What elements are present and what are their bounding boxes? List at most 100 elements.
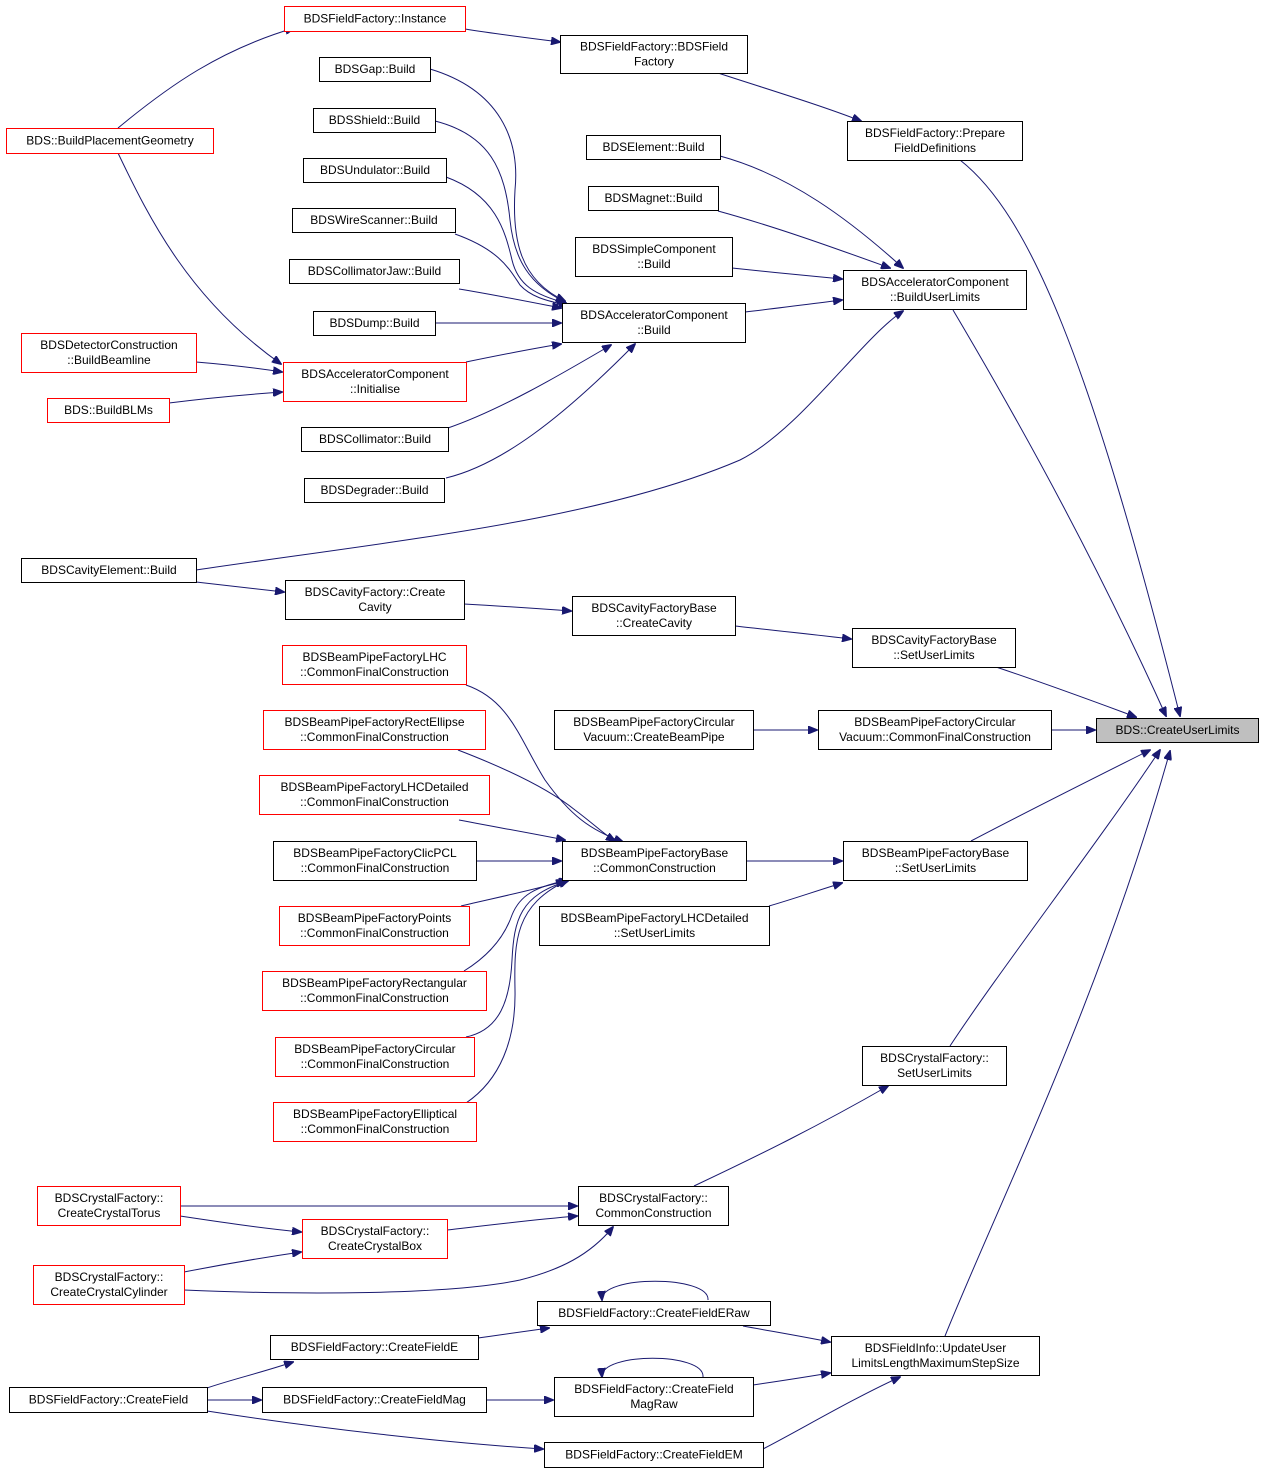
edge-12 (168, 392, 282, 404)
node-box (289, 259, 460, 284)
node-ff-cfe[interactable]: BDSFieldFactory::CreateFieldE (270, 1335, 479, 1360)
node-wirescanner-build[interactable]: BDSWireScanner::Build (292, 208, 456, 233)
node-dump-build[interactable]: BDSDump::Build (313, 311, 436, 336)
edge-line (731, 267, 842, 279)
edge-line (206, 1362, 293, 1389)
node-bds-buildblms[interactable]: BDS::BuildBLMs (47, 398, 170, 423)
node-bp-lhcdet-cfc[interactable]: BDSBeamPipeFactoryLHCDetailed::CommonFin… (259, 775, 490, 815)
node-label: BDSBeamPipeFactoryRectEllipse (284, 715, 464, 729)
node-ac-build[interactable]: BDSAcceleratorComponent::Build (562, 303, 746, 343)
node-label: BDSSimpleComponent (592, 242, 716, 256)
node-box (262, 1387, 487, 1413)
node-ff-cfmag[interactable]: BDSFieldFactory::CreateFieldMag (262, 1387, 487, 1413)
node-cf-cc[interactable]: BDSCrystalFactory::CommonConstruction (578, 1186, 729, 1226)
node-label: BDSMagnet::Build (604, 191, 702, 205)
edge-line (445, 344, 635, 479)
node-cavityelement-build[interactable]: BDSCavityElement::Build (21, 558, 197, 583)
node-collimator-build[interactable]: BDSCollimator::Build (301, 427, 449, 452)
node-box (303, 158, 447, 183)
node-bp-rectellipse-cfc[interactable]: BDSBeamPipeFactoryRectEllipse::CommonFin… (263, 710, 486, 750)
node-bp-circ-cfc[interactable]: BDSBeamPipeFactoryCircular::CommonFinalC… (275, 1037, 475, 1077)
edge-line (195, 311, 903, 571)
node-bp-lhc-cfc[interactable]: BDSBeamPipeFactoryLHC::CommonFinalConstr… (282, 645, 467, 685)
node-cf-torus[interactable]: BDSCrystalFactory::CreateCrystalTorus (37, 1186, 181, 1226)
edge-line (445, 176, 566, 303)
node-box (575, 237, 733, 277)
node-label: ::BuildUserLimits (890, 290, 980, 304)
edge-line (458, 819, 565, 840)
node-shield-build[interactable]: BDSShield::Build (313, 108, 436, 133)
node-undulator-build[interactable]: BDSUndulator::Build (303, 158, 447, 183)
edge-line (602, 1280, 709, 1300)
node-ac-initialise[interactable]: BDSAcceleratorComponent::Initialise (283, 362, 467, 402)
node-box (554, 1377, 754, 1417)
node-label: BDSFieldFactory::Instance (304, 12, 447, 26)
node-ff-cf[interactable]: BDSFieldFactory::CreateField (9, 1387, 208, 1413)
edge-line (168, 392, 282, 404)
node-cavfb-create[interactable]: BDSCavityFactoryBase::CreateCavity (572, 596, 736, 636)
node-cf-box[interactable]: BDSCrystalFactory::CreateCrystalBox (302, 1219, 448, 1259)
node-bp-rect-cfc[interactable]: BDSBeamPipeFactoryRectangular::CommonFin… (262, 971, 487, 1011)
node-cavfactory-create[interactable]: BDSCavityFactory::CreateCavity (285, 580, 465, 620)
node-bp-circvac-cfc[interactable]: BDSBeamPipeFactoryCircularVacuum::Common… (818, 710, 1052, 750)
node-degrader-build[interactable]: BDSDegrader::Build (304, 478, 445, 503)
node-bp-circvac-cbp[interactable]: BDSBeamPipeFactoryCircularVacuum::Create… (554, 710, 754, 750)
node-magnet-build[interactable]: BDSMagnet::Build (588, 186, 719, 211)
node-box (572, 596, 736, 636)
node-bpfb-setul[interactable]: BDSBeamPipeFactoryBase::SetUserLimits (843, 841, 1028, 881)
node-bp-points-cfc[interactable]: BDSBeamPipeFactoryPoints::CommonFinalCon… (279, 906, 470, 946)
node-cf-setul[interactable]: BDSCrystalFactory::SetUserLimits (862, 1046, 1007, 1086)
node-detcon-beamline[interactable]: BDSDetectorConstruction::BuildBeamline (21, 333, 197, 373)
node-ff-cferaw[interactable]: BDSFieldFactory::CreateFieldERaw (537, 1301, 771, 1326)
edge-24 (734, 625, 851, 639)
edge-6 (445, 176, 566, 303)
node-label: BDSBeamPipeFactoryBase (581, 846, 729, 860)
node-element-build[interactable]: BDSElement::Build (586, 135, 721, 160)
edge-48 (742, 1325, 830, 1342)
edge-22 (195, 581, 284, 592)
edge-2 (717, 72, 861, 121)
node-label: Vacuum::CreateBeamPipe (583, 730, 725, 744)
node-label: BDSAcceleratorComponent (861, 275, 1009, 289)
edge-5 (434, 120, 565, 302)
node-box (537, 1301, 771, 1326)
node-label: ::Build (637, 257, 670, 271)
node-colljaw-build[interactable]: BDSCollimatorJaw::Build (289, 259, 460, 284)
node-bds-bpg[interactable]: BDS::BuildPlacementGeometry (6, 128, 214, 154)
node-label: BDSFieldFactory::BDSField (580, 40, 728, 54)
node-label: BDSCollimator::Build (319, 432, 431, 446)
node-cf-cylinder[interactable]: BDSCrystalFactory::CreateCrystalCylinder (33, 1265, 185, 1305)
node-bp-clicpcl-cfc[interactable]: BDSBeamPipeFactoryClicPCL::CommonFinalCo… (273, 841, 477, 881)
node-gap-build[interactable]: BDSGap::Build (319, 57, 431, 82)
node-simplecomp-build[interactable]: BDSSimpleComponent::Build (575, 237, 733, 277)
node-box (862, 1046, 1007, 1086)
node-box (847, 121, 1023, 161)
node-label: BDSWireScanner::Build (310, 213, 437, 227)
node-bpfb-cc[interactable]: BDSBeamPipeFactoryBase::CommonConstructi… (562, 841, 747, 881)
edge-19 (731, 267, 842, 279)
node-box (262, 971, 487, 1011)
node-label: BDSCavityFactoryBase (591, 601, 717, 615)
node-label: ::CommonFinalConstruction (301, 861, 450, 875)
edge-line (995, 666, 1136, 717)
edge-43 (183, 1252, 301, 1273)
edge-37 (970, 750, 1150, 842)
edge-26 (465, 684, 623, 842)
node-box (33, 1265, 185, 1305)
node-box (554, 710, 754, 750)
node-ff-ctor[interactable]: BDSFieldFactory::BDSFieldFactory (560, 35, 748, 74)
node-ff-instance[interactable]: BDSFieldFactory::Instance (284, 6, 466, 32)
node-ff-cfem[interactable]: BDSFieldFactory::CreateFieldEM (544, 1442, 764, 1468)
node-cavfb-setul[interactable]: BDSCavityFactoryBase::SetUserLimits (852, 628, 1016, 668)
edge-14 (447, 345, 611, 429)
node-box (588, 186, 719, 211)
node-fi-update[interactable]: BDSFieldInfo::UpdateUserLimitsLengthMaxi… (831, 1336, 1040, 1376)
node-bp-lhcdet-setul[interactable]: BDSBeamPipeFactoryLHCDetailed::SetUserLi… (539, 906, 770, 946)
node-label: BDSCavityFactoryBase (871, 633, 997, 647)
node-bp-ellip-cfc[interactable]: BDSBeamPipeFactoryElliptical::CommonFina… (273, 1102, 477, 1142)
node-ac-buildul[interactable]: BDSAcceleratorComponent::BuildUserLimits (843, 270, 1027, 310)
nodes: BDS::CreateUserLimitsBDSFieldFactory::In… (6, 6, 1259, 1468)
